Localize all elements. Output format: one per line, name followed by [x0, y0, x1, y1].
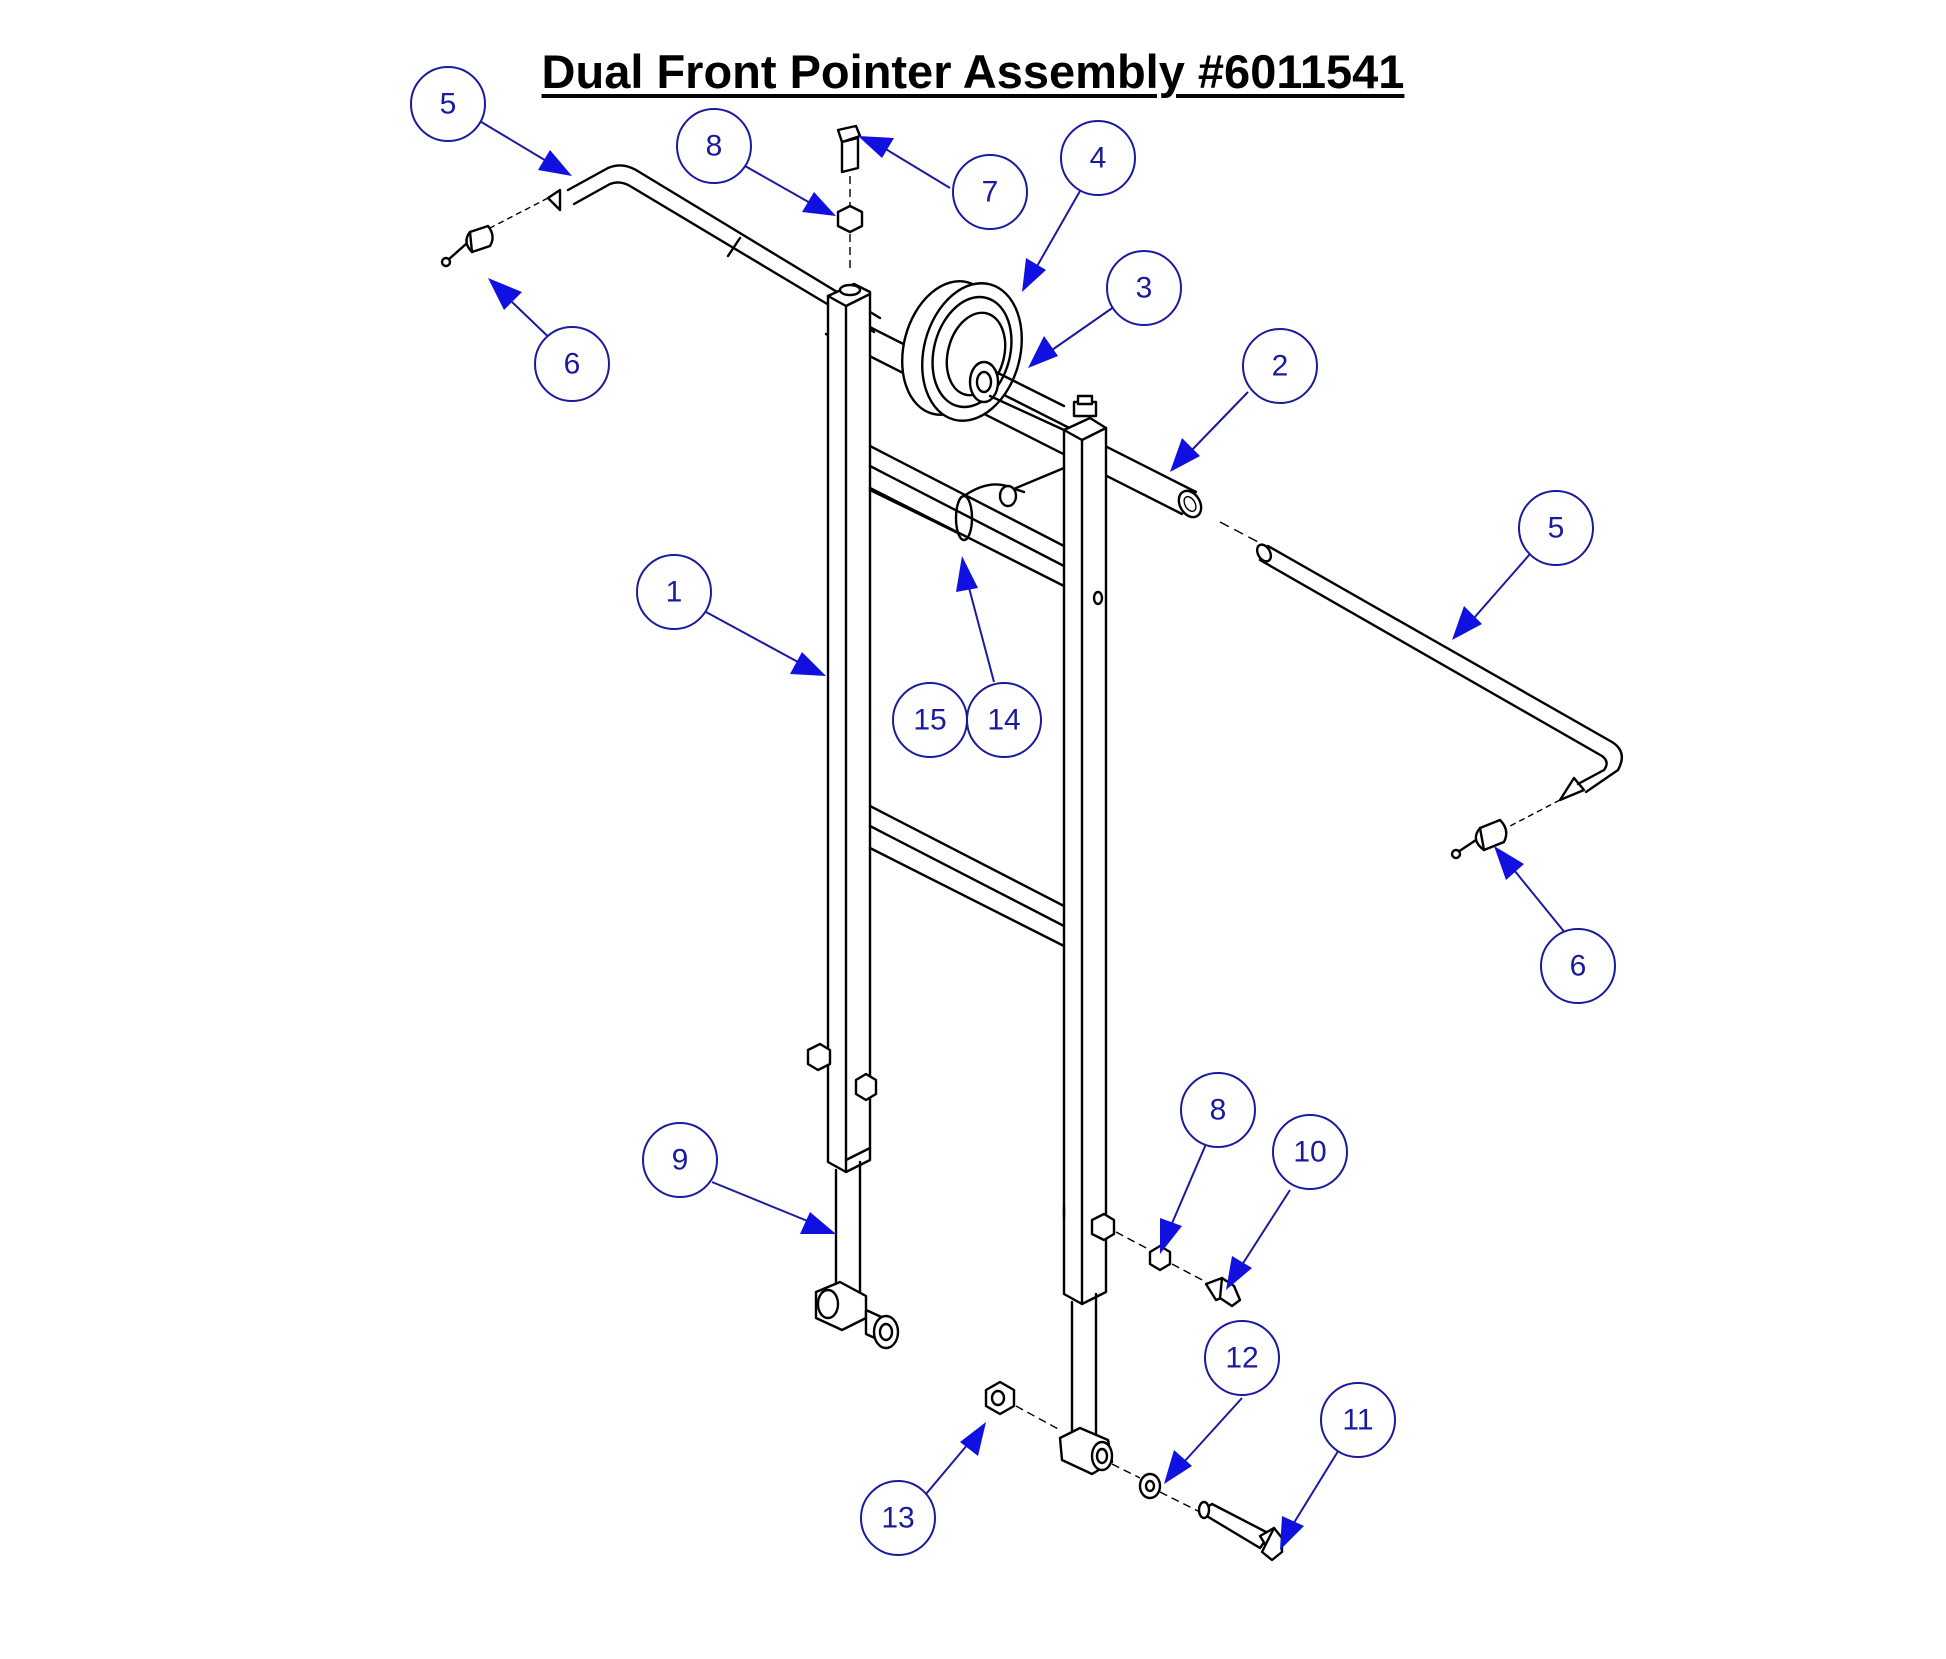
- balloon-4: 4: [1060, 120, 1136, 196]
- balloon-3: 3: [1106, 250, 1182, 326]
- balloon-6-right: 6: [1540, 928, 1616, 1004]
- balloon-15: 15: [892, 682, 968, 758]
- balloon-14: 14: [966, 682, 1042, 758]
- balloon-label: 7: [982, 176, 999, 209]
- balloon-7: 7: [952, 154, 1028, 230]
- right-leg: [1058, 1204, 1116, 1476]
- pivot-bolt-set: [984, 1380, 1286, 1562]
- leaders: [477, 119, 1567, 1550]
- pointer-tip-left: [440, 224, 494, 268]
- side-bolt-set: [1115, 1231, 1242, 1308]
- balloon-label: 8: [706, 130, 723, 163]
- balloon-2: 2: [1242, 328, 1318, 404]
- balloon-label: 6: [564, 348, 581, 381]
- balloon-label: 9: [672, 1144, 689, 1177]
- pointer-tip-right: [1450, 818, 1508, 860]
- balloon-9: 9: [642, 1122, 718, 1198]
- top-bolt: [836, 124, 862, 206]
- balloon-8-bottom: 8: [1180, 1072, 1256, 1148]
- balloon-10: 10: [1272, 1114, 1348, 1190]
- balloon-label: 14: [987, 704, 1020, 737]
- balloon-12: 12: [1204, 1320, 1280, 1396]
- balloon-label: 13: [881, 1502, 914, 1535]
- balloon-13: 13: [860, 1480, 936, 1556]
- balloon-label: 5: [440, 88, 457, 121]
- balloon-label: 6: [1570, 950, 1587, 983]
- balloon-label: 2: [1272, 350, 1289, 383]
- balloon-label: 5: [1548, 512, 1565, 545]
- balloon-label: 3: [1136, 272, 1153, 305]
- balloon-5-right: 5: [1518, 490, 1594, 566]
- balloon-label: 10: [1293, 1136, 1326, 1169]
- frame: [826, 282, 1108, 1306]
- pointer-rod-left: [489, 164, 882, 334]
- balloon-1: 1: [636, 554, 712, 630]
- balloon-label: 12: [1225, 1342, 1258, 1375]
- balloon-label: 8: [1210, 1094, 1227, 1127]
- balloon-label: 15: [913, 704, 946, 737]
- center-tube: [868, 466, 1066, 542]
- page-title: Dual Front Pointer Assembly #6011541: [541, 45, 1405, 98]
- balloon-6-top: 6: [534, 326, 610, 402]
- cross-shaft: [824, 310, 1263, 545]
- wheel: [901, 280, 1066, 432]
- balloon-11: 11: [1320, 1382, 1396, 1458]
- balloon-label: 4: [1090, 142, 1107, 175]
- balloon-label: 11: [1342, 1404, 1373, 1437]
- left-leg: [806, 1042, 900, 1350]
- top-nut: [836, 204, 864, 270]
- balloon-label: 1: [666, 576, 683, 609]
- balloon-5-top: 5: [410, 66, 486, 142]
- pointer-rod-right: [1255, 543, 1624, 827]
- balloon-8-top: 8: [676, 108, 752, 184]
